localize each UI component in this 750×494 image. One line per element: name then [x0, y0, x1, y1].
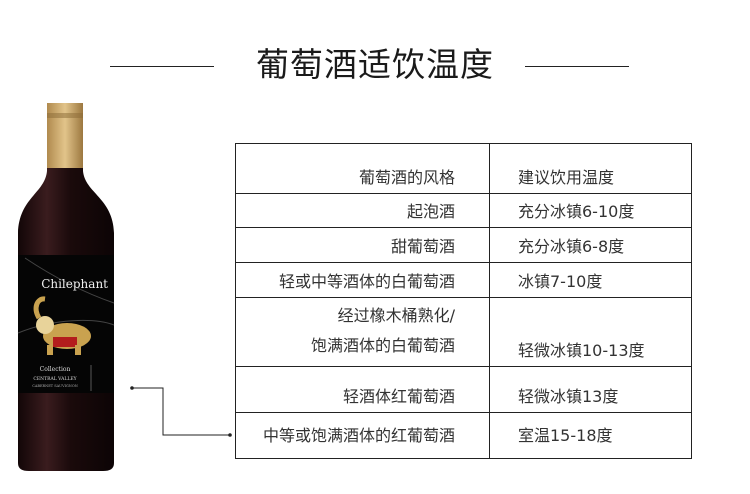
bottle-region: CENTRAL VALLEY	[33, 376, 77, 382]
wine-bottle-image: Chilephant Collection CENTRAL VALLEY CAB…	[17, 103, 115, 471]
wine-style-line1: 经过橡木桶熟化/	[337, 306, 455, 325]
page-title: 葡萄酒适饮温度	[256, 45, 494, 84]
serving-temp: 轻微冰镇10-13度	[489, 297, 692, 367]
wine-style-line2: 饱满酒体的白葡萄酒	[310, 336, 455, 355]
wine-style: 中等或饱满酒体的红葡萄酒	[235, 412, 490, 459]
table-header-row: 葡萄酒的风格 建议饮用温度	[235, 143, 692, 194]
wine-style: 起泡酒	[235, 193, 490, 228]
title-rule-left	[110, 66, 214, 67]
bottle-collection: Collection	[40, 366, 71, 373]
title-rule-right	[525, 66, 629, 67]
serving-temp: 轻微冰镇13度	[489, 366, 692, 413]
serving-temp: 充分冰镇6-8度	[489, 227, 692, 263]
table-row: 甜葡萄酒 充分冰镇6-8度	[235, 227, 692, 263]
bottle-variety: CABERNET SAUVIGNON	[32, 384, 78, 388]
table-row: 起泡酒 充分冰镇6-10度	[235, 193, 692, 228]
wine-style: 轻或中等酒体的白葡萄酒	[235, 262, 490, 298]
table-row: 经过橡木桶熟化/饱满酒体的白葡萄酒 轻微冰镇10-13度	[235, 297, 692, 367]
table-row: 中等或饱满酒体的红葡萄酒 室温15-18度	[235, 412, 692, 459]
serving-temp: 冰镇7-10度	[489, 262, 692, 298]
table-row: 轻酒体红葡萄酒 轻微冰镇13度	[235, 366, 692, 413]
wine-style: 轻酒体红葡萄酒	[235, 366, 490, 413]
wine-style: 甜葡萄酒	[235, 227, 490, 263]
header-temp: 建议饮用温度	[489, 143, 692, 194]
serving-temp: 室温15-18度	[489, 412, 692, 459]
wine-style: 经过橡木桶熟化/饱满酒体的白葡萄酒	[235, 297, 490, 367]
header-style: 葡萄酒的风格	[235, 143, 490, 194]
serving-temp: 充分冰镇6-10度	[489, 193, 692, 228]
table-row: 轻或中等酒体的白葡萄酒 冰镇7-10度	[235, 262, 692, 298]
bottle-brand: Chilephant	[41, 277, 108, 291]
serving-temperature-table: 葡萄酒的风格 建议饮用温度 起泡酒 充分冰镇6-10度 甜葡萄酒 充分冰镇6-8…	[235, 143, 692, 459]
elephant-logo	[33, 296, 91, 355]
